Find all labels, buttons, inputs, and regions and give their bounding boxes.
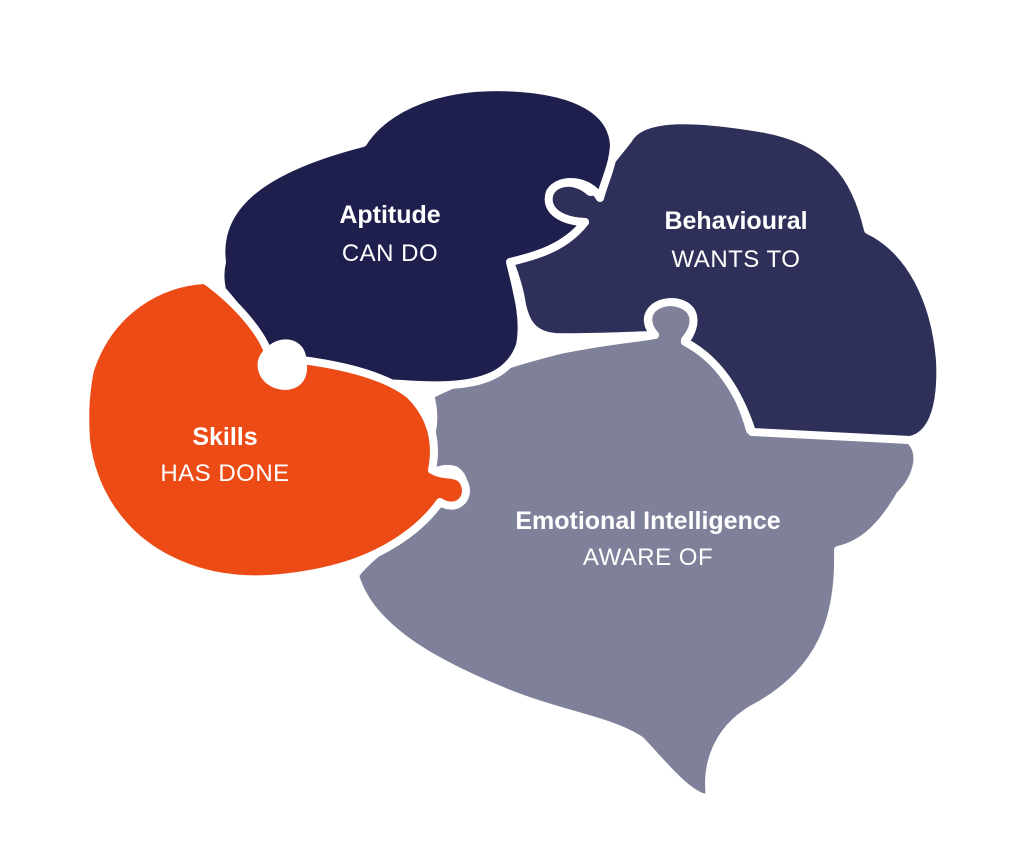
aptitude-piece	[216, 83, 618, 390]
aptitude-subtitle: CAN DO	[341, 240, 439, 267]
skills-subtitle: HAS DONE	[160, 460, 290, 487]
behavioural-title: Behavioural	[664, 207, 808, 235]
behavioural-subtitle: WANTS TO	[671, 246, 801, 273]
aptitude-title: Aptitude	[339, 201, 441, 229]
emotional-intelligence-subtitle: AWARE OF	[582, 544, 714, 571]
skills-piece	[81, 276, 470, 584]
emotional-intelligence-title: Emotional Intelligence	[515, 507, 781, 535]
skills-title: Skills	[192, 423, 258, 451]
